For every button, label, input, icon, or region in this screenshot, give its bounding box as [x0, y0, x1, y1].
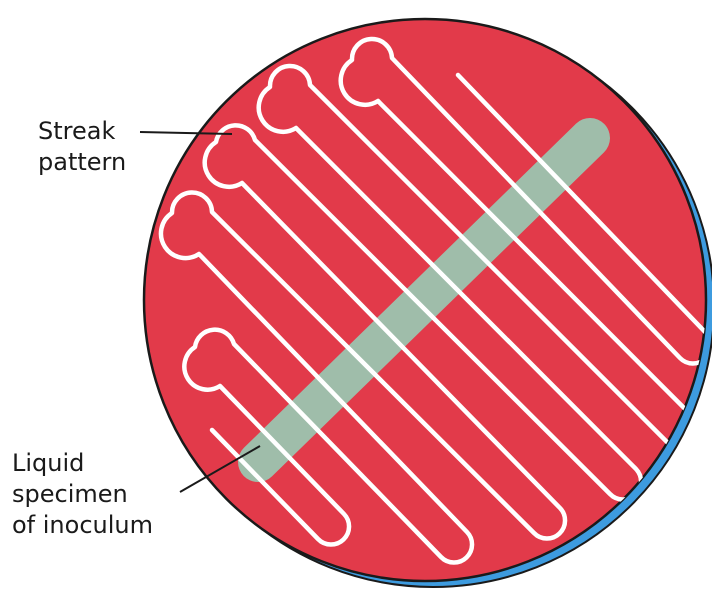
liquid-label-line-3: of inoculum — [12, 510, 153, 541]
liquid-specimen-label: Liquid specimen of inoculum — [12, 448, 153, 541]
liquid-label-line-2: specimen — [12, 479, 153, 510]
liquid-label-line-1: Liquid — [12, 448, 153, 479]
streak-label-line-2: pattern — [38, 147, 126, 178]
streak-pattern-label: Streak pattern — [38, 116, 126, 178]
streak-label-line-1: Streak — [38, 116, 126, 147]
